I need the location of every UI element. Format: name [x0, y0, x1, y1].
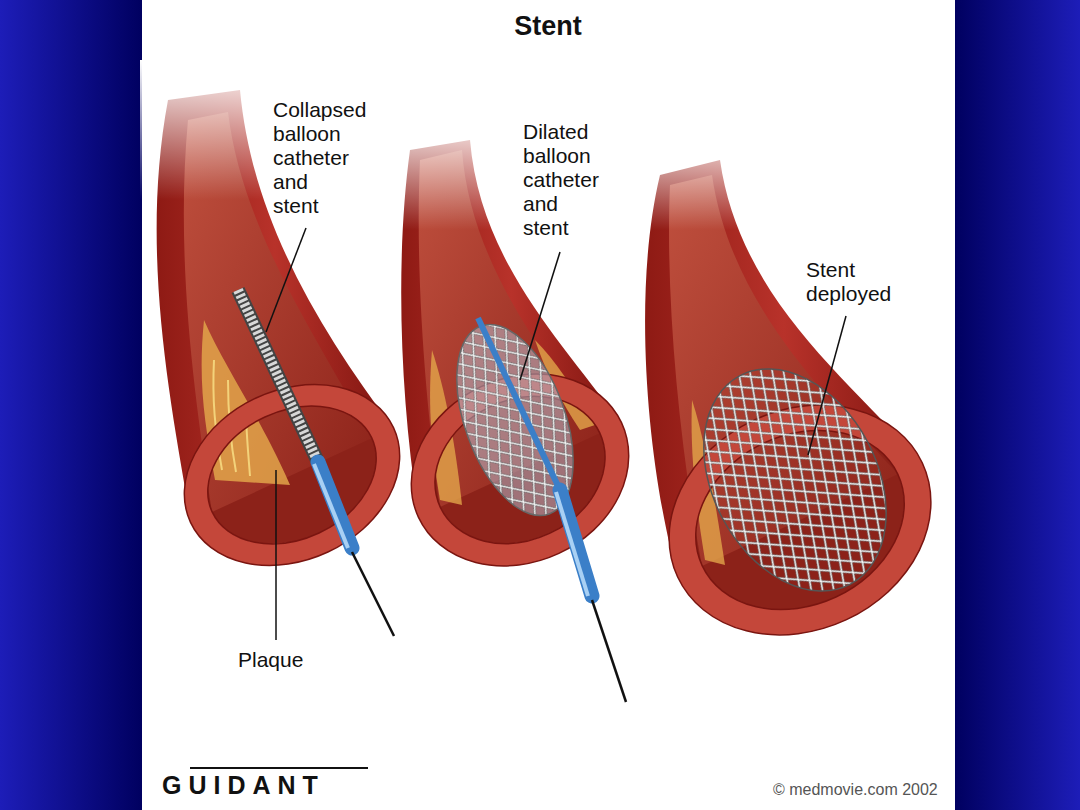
artery-deployed [631, 120, 969, 677]
callout-label: Dilated balloon catheter and stent [523, 120, 599, 240]
leader-line [808, 316, 846, 455]
artery-dilated [380, 110, 661, 702]
title: Stent [514, 10, 582, 42]
catheter-highlight [314, 464, 348, 548]
guide-wire [592, 600, 626, 702]
leader-line [520, 252, 560, 380]
guide-wire [352, 552, 394, 636]
side-band [0, 0, 142, 810]
catheter [560, 490, 592, 596]
side-band [955, 0, 1080, 810]
leader-line [266, 228, 306, 332]
fade [380, 110, 510, 230]
fade [140, 60, 280, 200]
callout-label: Stent deployed [806, 258, 891, 306]
copyright-note: © medmovie.com 2002 [773, 781, 938, 799]
catheter-highlight [556, 492, 588, 596]
collapsed-stent [238, 290, 318, 462]
balloon [434, 309, 596, 531]
catheter [478, 318, 560, 490]
logo-bar [190, 767, 368, 769]
stent-mesh [667, 337, 923, 622]
catheter [318, 462, 352, 548]
callout-label: Plaque [238, 648, 303, 672]
stent-mesh [434, 309, 596, 531]
collapsed-stent [238, 290, 318, 462]
callout-label: Collapsed balloon catheter and stent [273, 98, 366, 218]
company-logo: GUIDANT [162, 773, 325, 798]
artery-cut-face [155, 351, 430, 600]
fade [640, 120, 760, 230]
leader-line [275, 470, 277, 640]
